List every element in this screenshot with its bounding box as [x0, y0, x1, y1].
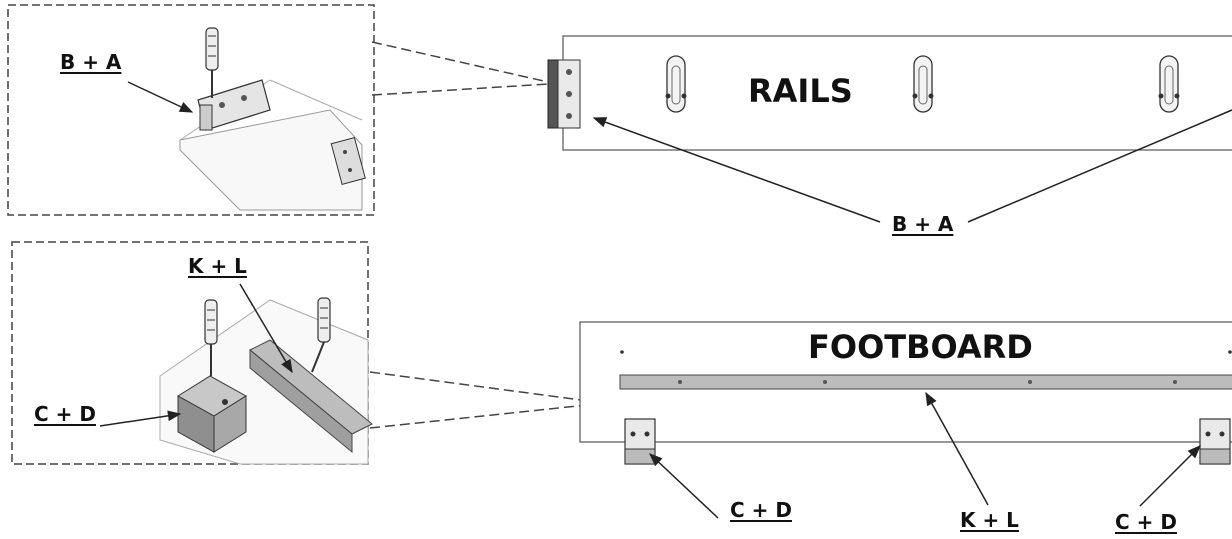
rail-hook-1-icon	[665, 55, 687, 113]
footboard-foot-left-icon	[624, 418, 656, 465]
rail-hook-3-icon	[1158, 55, 1180, 113]
rails-callout-label: B + A	[892, 212, 954, 236]
detail-kl-label: K + L	[188, 254, 247, 278]
detail-leader-bottom	[369, 371, 597, 429]
footboard-callout-arrows	[649, 391, 1201, 519]
detail-cd-label: C + D	[34, 402, 96, 426]
rails-title: RAILS	[748, 72, 853, 110]
detail-top-label: B + A	[60, 50, 122, 74]
footboard-foot-right-icon	[1199, 418, 1231, 465]
rails-callout-arrows	[592, 109, 1232, 223]
rails-panel	[547, 35, 1232, 151]
footboard-kl-label: K + L	[960, 508, 1019, 532]
footboard-title: FOOTBOARD	[808, 328, 1033, 366]
detail-leader-top	[371, 41, 549, 96]
footboard-cd-left-label: C + D	[730, 498, 792, 522]
footboard-panel	[579, 321, 1232, 443]
rail-hook-2-icon	[912, 55, 934, 113]
detail-box-footboard	[11, 241, 373, 465]
detail-box-rails-bracket	[7, 4, 375, 216]
footboard-cd-right-label: C + D	[1115, 510, 1177, 534]
